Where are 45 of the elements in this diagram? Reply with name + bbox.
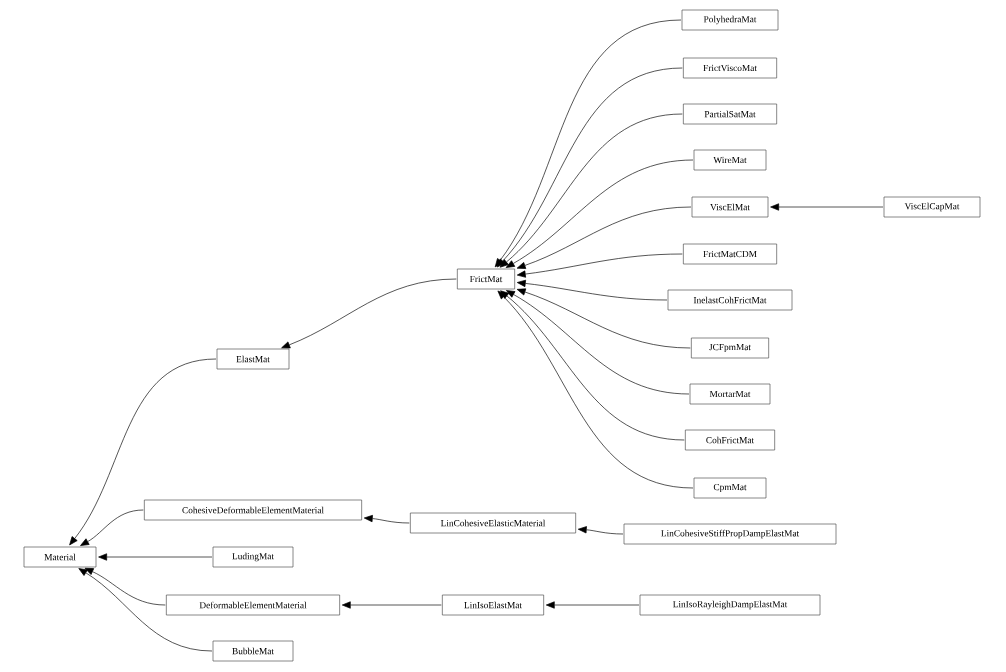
- arrow: [505, 159, 694, 268]
- arrow: [281, 278, 457, 349]
- arrow: [506, 290, 690, 395]
- class-box: PartialSatMat: [683, 103, 777, 125]
- arrow: [545, 601, 640, 609]
- class-box: InelastCohFrictMat: [667, 289, 793, 311]
- class-box: BubbleMat: [212, 640, 294, 662]
- class-box: FrictMat: [457, 268, 515, 290]
- arrow: [500, 290, 685, 441]
- arrow: [770, 203, 884, 211]
- arrow: [98, 553, 213, 561]
- class-box: DeformableElementMaterial: [166, 594, 340, 616]
- class-box: LinCohesiveElasticMaterial: [410, 512, 576, 534]
- arrow: [516, 288, 691, 349]
- class-box: Material: [23, 546, 97, 568]
- class-box: LudingMat: [212, 546, 294, 568]
- arrow: [363, 514, 410, 524]
- arrow: [80, 509, 144, 546]
- class-box: LinIsoElastMat: [442, 594, 544, 616]
- arrow: [494, 19, 682, 268]
- class-box: LinCohesiveStiffPropDampElastMat: [623, 523, 837, 545]
- class-box: CpmMat: [693, 477, 767, 499]
- class-box: FrictViscoMat: [683, 57, 777, 79]
- class-box: MortarMat: [689, 383, 771, 405]
- class-box: PolyhedraMat: [681, 9, 779, 31]
- class-box: ElastMat: [216, 348, 290, 370]
- arrow: [69, 358, 217, 546]
- arrow: [341, 601, 442, 609]
- class-box: ViscElMat: [691, 196, 769, 218]
- arrow: [78, 568, 213, 652]
- class-box: CohesiveDeformableElementMaterial: [144, 499, 362, 521]
- arrow: [516, 253, 683, 278]
- arrow: [499, 113, 683, 268]
- arrow: [516, 206, 692, 269]
- class-box: JCFpmMat: [691, 337, 769, 359]
- class-box: LinIsoRayleighDampElastMat: [639, 594, 821, 616]
- class-box: WireMat: [693, 149, 767, 171]
- class-box: FrictMatCDM: [683, 243, 777, 265]
- arrow: [84, 567, 166, 606]
- class-box: CohFrictMat: [685, 429, 775, 451]
- arrow: [577, 526, 624, 535]
- arrow: [516, 279, 668, 301]
- arrow: [496, 67, 683, 268]
- class-box: ViscElCapMat: [883, 196, 981, 218]
- arrow: [497, 290, 694, 489]
